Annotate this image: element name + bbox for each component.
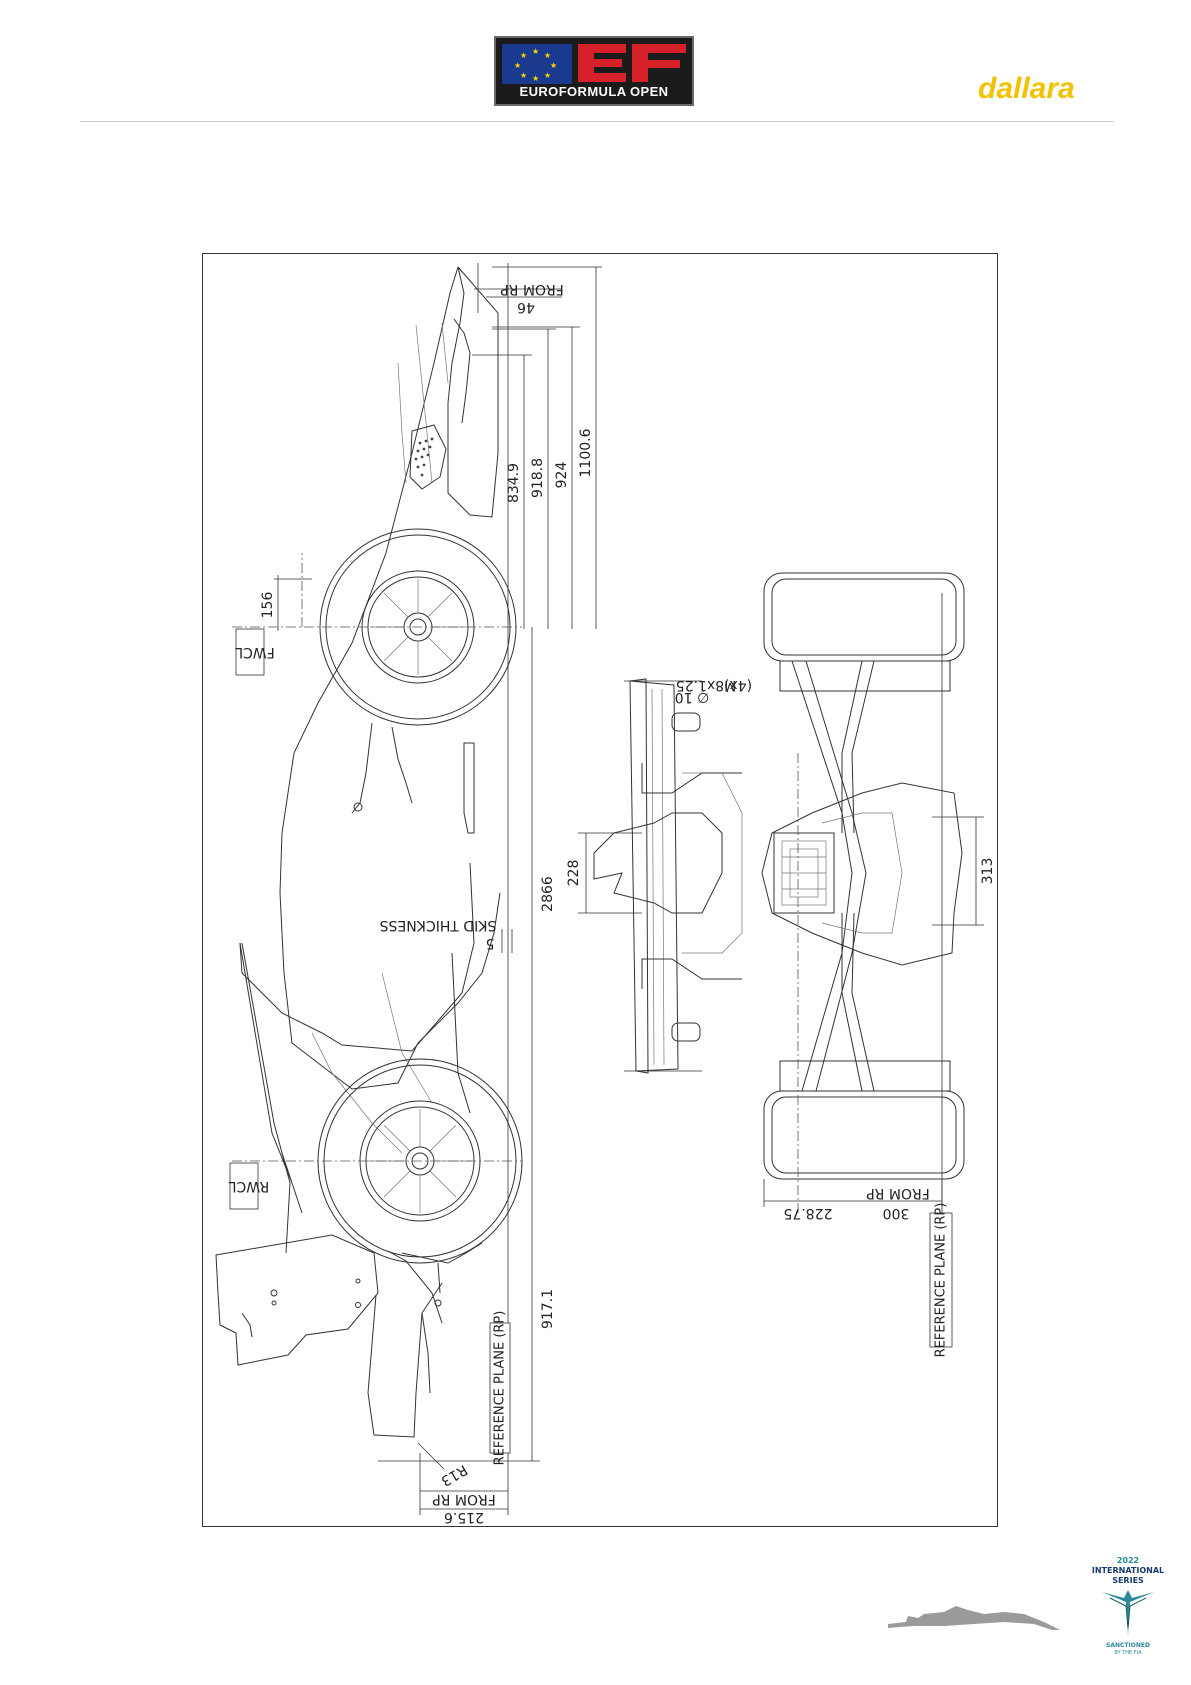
suspension-arm-1	[792, 661, 852, 1091]
car-silhouette-icon	[884, 1602, 1064, 1632]
rear-wing-endplate	[216, 1235, 378, 1365]
chassis-outline	[280, 267, 500, 1089]
front-reference-plane-label: REFERENCE PLANE (RP)	[934, 1203, 949, 1358]
dim-r13: R13	[438, 1461, 470, 1489]
eu-flag-icon: ★★ ★★ ★★ ★★	[502, 44, 572, 84]
skid-thickness-label: SKID THICKNESS	[380, 917, 497, 933]
dim-228: 228	[566, 860, 582, 887]
from-rp-bottom-label: FROM RP	[432, 1491, 496, 1507]
side-view: FWCL RWCL 156 FROM RP 46 834.9 918.8 924	[216, 263, 602, 1525]
dim-313: 313	[980, 858, 996, 885]
dim-2866: 2866	[540, 876, 556, 912]
fia-international-series-badge: 2022 INTERNATIONAL SERIES SANCTIONED BY …	[1086, 1548, 1170, 1666]
dim-924: 924	[554, 462, 570, 489]
technical-drawing: FWCL RWCL 156 FROM RP 46 834.9 918.8 924	[202, 253, 998, 1527]
dim-5: 5	[486, 935, 495, 951]
tyre-top-front-view	[764, 573, 964, 661]
dim-834-9: 834.9	[506, 463, 522, 503]
dim-918-8: 918.8	[530, 458, 546, 498]
ef-logo-caption: EUROFORMULA OPEN	[496, 83, 692, 101]
dim-46: 46	[517, 299, 535, 315]
front-wing-main	[630, 679, 648, 1073]
euroformula-open-logo: ★★ ★★ ★★ ★★ EUROFORMULA OPEN	[494, 36, 694, 106]
tyre-bottom-front-view	[764, 1091, 964, 1179]
front-from-rp-label: FROM RP	[866, 1185, 930, 1201]
nose-tip	[594, 813, 722, 913]
reference-plane-label: REFERENCE PLANE (RP)	[493, 1311, 508, 1466]
floor-tab	[464, 743, 474, 833]
front-wing-flap	[410, 425, 446, 489]
fia-emblem-icon	[1100, 1588, 1156, 1638]
ef-letters-icon	[574, 40, 690, 86]
series-line2: SERIES	[1086, 1576, 1170, 1585]
front-view: 228 313 (4x) M8x1.25 ∅ 10 228.75 300 FRO…	[566, 573, 996, 1357]
fwcl-label: FWCL	[235, 644, 275, 660]
dim-1100-6: 1100.6	[578, 428, 594, 477]
front-wing-endplate	[448, 267, 498, 517]
by-fia-label: BY THE FIA	[1086, 1650, 1170, 1656]
dim-917-1: 917.1	[540, 1289, 556, 1329]
series-year: 2022	[1086, 1556, 1170, 1565]
dim-228-75: 228.75	[784, 1205, 833, 1221]
rwcl-label: RWCL	[229, 1178, 270, 1194]
series-line1: INTERNATIONAL	[1086, 1566, 1170, 1575]
dim-215-6: 215.6	[444, 1509, 484, 1525]
header-divider	[80, 121, 1114, 122]
dim-156: 156	[260, 592, 276, 619]
dim-300: 300	[883, 1205, 910, 1221]
sanctioned-label: SANCTIONED	[1086, 1642, 1170, 1649]
from-rp-top-label: FROM RP	[500, 281, 564, 297]
dallara-logo: dallara	[978, 72, 1128, 106]
monocoque-section	[762, 783, 962, 965]
bolt-diameter-label: ∅ 10	[675, 689, 709, 705]
rear-crash-structure	[368, 1283, 442, 1437]
